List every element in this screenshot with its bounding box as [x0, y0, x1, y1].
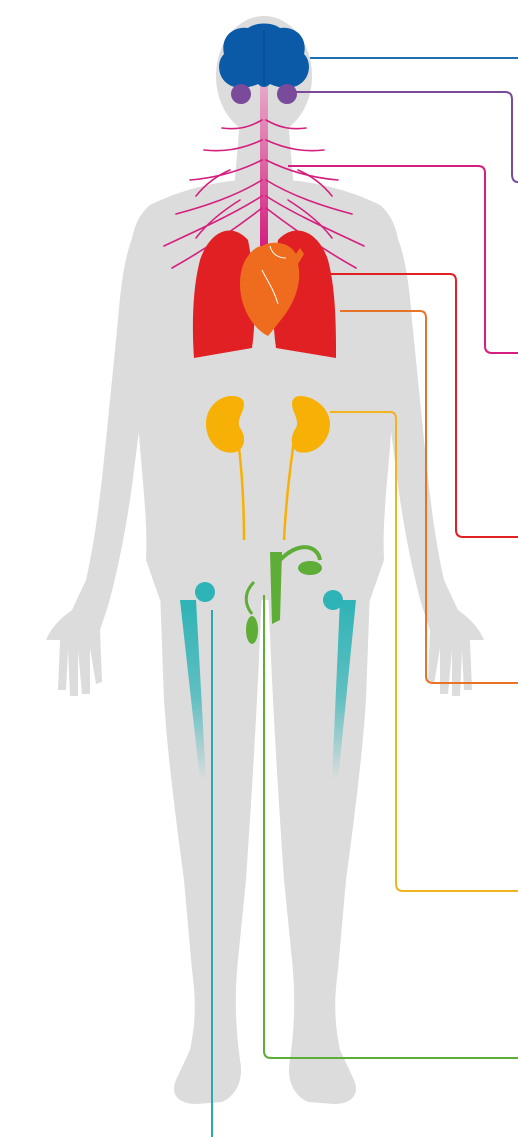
- right-leg: [268, 590, 370, 1104]
- pituitary-icon: [231, 84, 251, 104]
- pituitary-icon: [277, 84, 297, 104]
- spinal-cord: [260, 86, 268, 246]
